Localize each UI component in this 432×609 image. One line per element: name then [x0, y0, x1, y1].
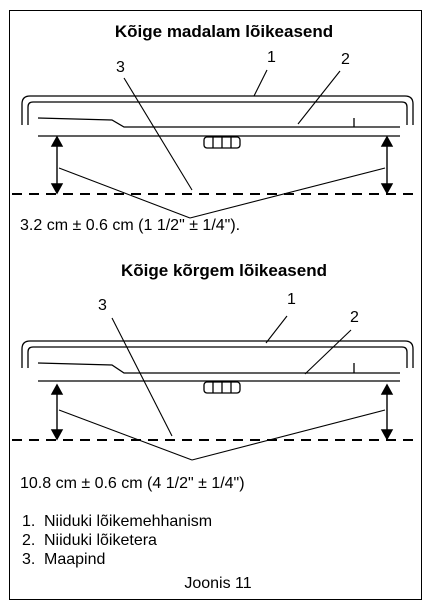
figure-frame [9, 10, 422, 600]
panel2-callout-2: 2 [350, 309, 359, 326]
legend-num-3: 3. [22, 551, 35, 568]
panel1-title: Kõige madalam lõikeasend [115, 22, 333, 41]
panel2-callout-1: 1 [287, 291, 296, 308]
panel2-leader-lines [58, 315, 386, 461]
panel2-measurement: 10.8 cm ± 0.6 cm (4 1/2" ± 1/4") [20, 475, 245, 492]
panel1-callout-1: 1 [267, 49, 276, 66]
legend-num-2: 2. [22, 532, 35, 549]
panel2-height-arrows [50, 383, 394, 441]
legend-text-2: Niiduki lõiketera [44, 532, 157, 549]
legend-num-1: 1. [22, 513, 35, 530]
panel2-callout-3: 3 [98, 297, 107, 314]
panel1-mower-deck [21, 95, 414, 149]
panel1-callout-2: 2 [341, 51, 350, 68]
panel1-height-arrows [50, 135, 394, 195]
legend: 1. Niiduki lõikemehhanism 2. Niiduki lõi… [22, 513, 212, 568]
panel1-leader-lines [58, 69, 386, 219]
panel2-title: Kõige kõrgem lõikeasend [121, 261, 327, 280]
panel1-callout-3: 3 [116, 59, 125, 76]
legend-text-1: Niiduki lõikemehhanism [44, 513, 212, 530]
panel2-mower-deck [21, 340, 414, 394]
panel1-measurement: 3.2 cm ± 0.6 cm (1 1/2" ± 1/4"). [20, 217, 240, 234]
figure-caption: Joonis 11 [184, 575, 251, 592]
legend-text-3: Maapind [44, 551, 105, 568]
